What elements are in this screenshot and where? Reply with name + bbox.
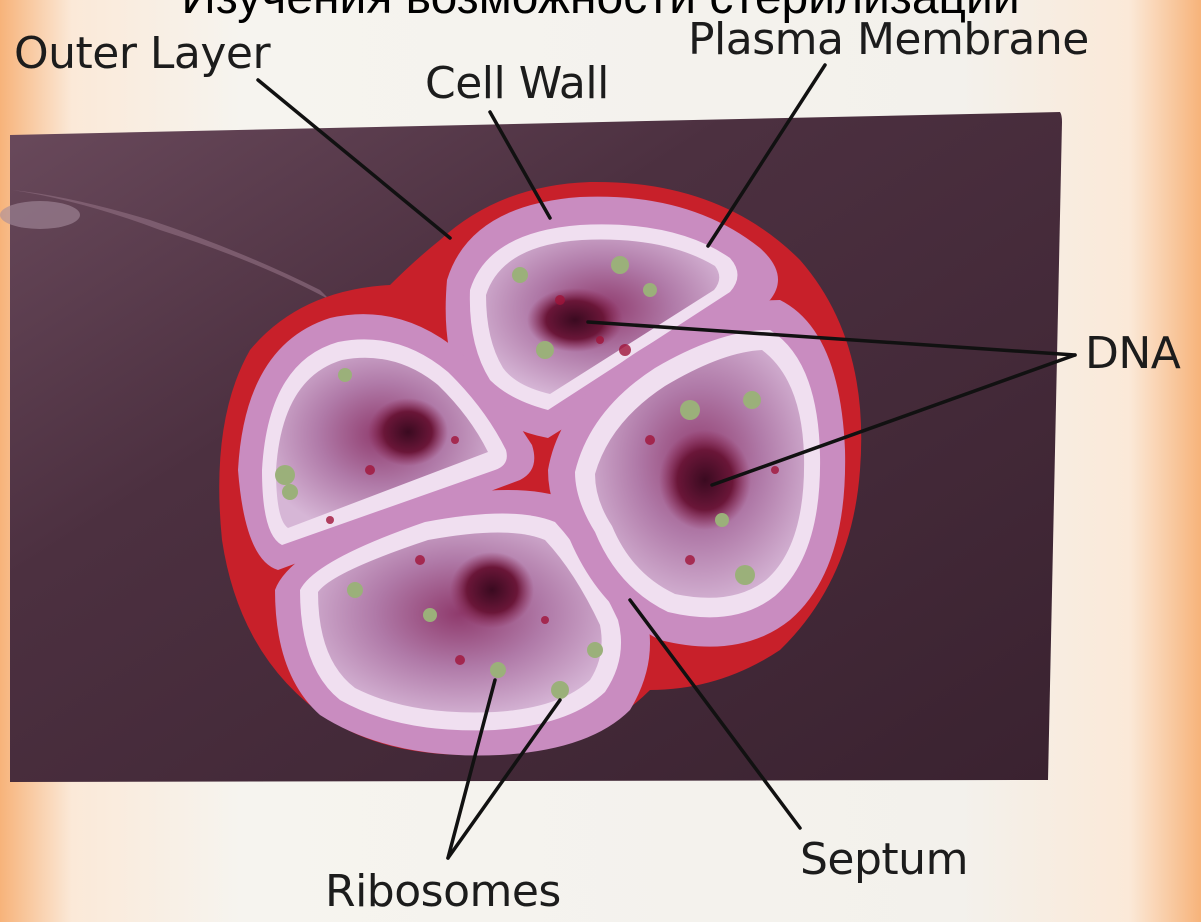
label-septum: Septum [800, 838, 968, 882]
label-outer-layer: Outer Layer [14, 32, 270, 76]
label-plasma-membrane: Plasma Membrane [688, 18, 1089, 62]
label-ribosomes: Ribosomes [325, 870, 561, 914]
label-dna: DNA [1085, 332, 1180, 376]
label-cell-wall: Cell Wall [425, 62, 609, 106]
tray-reflection [0, 201, 80, 229]
